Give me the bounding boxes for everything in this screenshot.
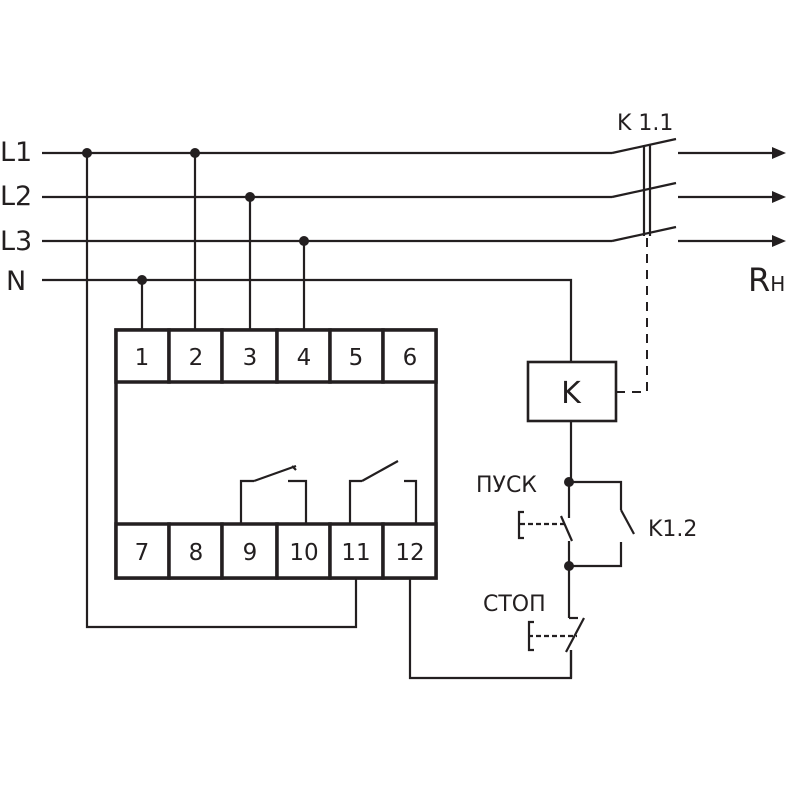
- terminal-label: 8: [189, 540, 204, 566]
- aux-contact-k12: [569, 480, 635, 568]
- terminal-label: 12: [395, 540, 424, 566]
- terminal-label: 2: [189, 345, 204, 371]
- output-arrow-2: [772, 191, 786, 203]
- load-label: RH: [748, 261, 785, 299]
- terminal-8: [167, 522, 224, 580]
- junction-dot: [245, 192, 255, 202]
- terminal-6: [381, 328, 438, 384]
- terminal-label: 7: [135, 540, 150, 566]
- terminal-5: [328, 328, 385, 384]
- start-button: [517, 482, 574, 566]
- terminal-12: [381, 522, 438, 580]
- internal-contact-9-10: [239, 464, 308, 524]
- line-label-n: N: [6, 266, 26, 297]
- aux-contact-label: K1.2: [648, 517, 697, 542]
- junction-dot: [137, 275, 147, 285]
- terminal-2: [167, 328, 224, 384]
- terminal-label: 4: [297, 345, 312, 371]
- line-label-l3: L3: [0, 226, 32, 257]
- internal-contact-11-12: [348, 460, 418, 524]
- line-label-l1: L1: [0, 137, 32, 168]
- terminal-label: 3: [243, 345, 258, 371]
- line-label-l2: L2: [0, 181, 32, 212]
- wire-n: [42, 278, 573, 362]
- junction-dot: [82, 148, 92, 158]
- terminal-label: 6: [403, 345, 418, 371]
- terminal-label: 5: [349, 345, 364, 371]
- stop-button-label: СТОП: [483, 592, 546, 617]
- junction-dot: [190, 148, 200, 158]
- bottom-terminal-row: 7 8 9 10 11 12: [114, 522, 438, 580]
- junction-dot: [299, 236, 309, 246]
- terminal-label: 9: [243, 540, 258, 566]
- start-button-label: ПУСК: [476, 473, 537, 498]
- output-arrow-1: [772, 147, 786, 159]
- terminal-7: [114, 522, 171, 580]
- terminal-11: [328, 522, 385, 580]
- terminal-3: [220, 328, 279, 384]
- contact-k11-label: K 1.1: [617, 111, 673, 136]
- output-arrow-3: [772, 235, 786, 247]
- terminal-label: 1: [135, 345, 150, 371]
- coil-label: K: [561, 376, 582, 411]
- terminal-label: 10: [289, 540, 318, 566]
- wire-l1-to-t11: [85, 153, 358, 629]
- top-terminal-row: 1 2 3 4 5 6: [114, 328, 438, 384]
- stop-button: [527, 566, 585, 678]
- terminal-4: [275, 328, 332, 384]
- terminal-label: 11: [341, 540, 370, 566]
